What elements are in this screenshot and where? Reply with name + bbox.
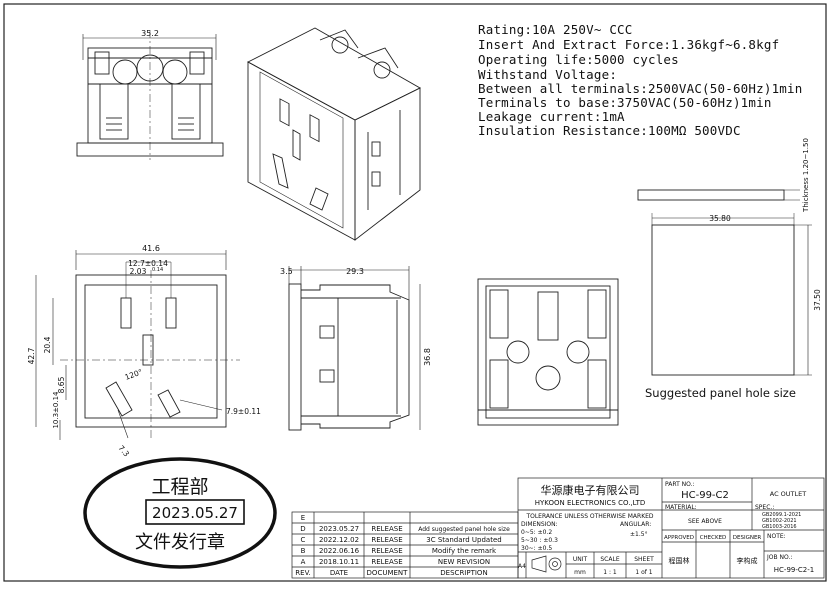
unit-value: mm bbox=[574, 569, 586, 576]
designer-name: 李构成 bbox=[737, 556, 758, 565]
part-no: HC-99-C2 bbox=[681, 490, 729, 501]
rev-row-d-desc: Add suggested panel hole size bbox=[418, 526, 510, 533]
dim-side-depth: 29.3 bbox=[346, 267, 364, 276]
rev-header-doc: DOCUMENT bbox=[367, 569, 409, 577]
dim-panel-width: 35.80 bbox=[709, 214, 731, 223]
scale-label: SCALE bbox=[600, 556, 619, 563]
rev-row-c-date: 2022.12.02 bbox=[319, 536, 359, 544]
dim-side-flange: 3.5 bbox=[280, 267, 293, 276]
rev-header-date: DATE bbox=[330, 569, 348, 577]
sheet-border bbox=[3, 3, 827, 582]
rev-row-c-doc: RELEASE bbox=[371, 536, 402, 544]
spec-life: Operating life:5000 cycles bbox=[478, 52, 679, 67]
rev-row-b-date: 2022.06.16 bbox=[319, 547, 360, 555]
spec-1: GB2099.1-2021 bbox=[762, 512, 801, 518]
sheet-size: A4 bbox=[518, 563, 526, 570]
projection-symbol-icon bbox=[531, 555, 562, 573]
spec-between-terminals: Between all terminals:2500VAC(50-60Hz)1m… bbox=[478, 81, 803, 96]
spec-insulation: Insulation Resistance:100MΩ 500VDC bbox=[478, 123, 741, 138]
rev-row-d-rev: D bbox=[300, 525, 305, 533]
part-no-label: PART NO.: bbox=[665, 481, 695, 488]
rev-row-e-rev: E bbox=[301, 514, 305, 522]
dim-pin-offset: 8.65 bbox=[57, 376, 66, 393]
rev-row-a-doc: RELEASE bbox=[371, 558, 402, 566]
rev-row-b-doc: RELEASE bbox=[371, 547, 402, 555]
panel-hole bbox=[637, 189, 812, 376]
panel-hole-label: Suggested panel hole size bbox=[645, 386, 796, 400]
dim-ground-offset: 10.3±0.14 bbox=[52, 391, 60, 429]
tol-3: 30~: ±0.5 bbox=[521, 545, 552, 552]
dim-pin-height: 20.4 bbox=[43, 336, 52, 353]
dim-angle: 120° bbox=[124, 367, 144, 382]
dim-height: 42.7 bbox=[27, 347, 36, 364]
dim-ground-width: 7.9±0.11 bbox=[226, 407, 261, 416]
rev-row-d-date: 2023.05.27 bbox=[319, 525, 359, 533]
stamp-dept: 工程部 bbox=[151, 476, 208, 498]
dim-top-width: 35.2 bbox=[141, 29, 159, 38]
spec-rating: Rating:10A 250V~ CCC bbox=[478, 22, 633, 37]
top-view bbox=[76, 30, 224, 160]
dim-side-height: 36.8 bbox=[423, 348, 432, 366]
revision-rows: E D 2023.05.27 RELEASE Add suggested pan… bbox=[295, 514, 510, 577]
side-view bbox=[288, 266, 421, 431]
rev-row-d-doc: RELEASE bbox=[371, 525, 402, 533]
revision-table bbox=[291, 511, 519, 579]
spec-terminals-base: Terminals to base:3750VAC(50-60Hz)1min bbox=[478, 95, 772, 110]
iso-view bbox=[247, 27, 421, 241]
scale-value: 1 : 1 bbox=[603, 569, 617, 576]
spec-force: Insert And Extract Force:1.36kgf~6.8kgf bbox=[478, 37, 780, 52]
dim-ground-small: 7.3 bbox=[116, 444, 131, 459]
checked-label: CHECKED bbox=[700, 535, 727, 541]
angular-label: ANGULAR: bbox=[620, 521, 651, 528]
release-stamp: 工程部 2023.05.27 文件发行章 bbox=[83, 457, 277, 569]
dim-pin-spacing: 12.7±0.14 bbox=[128, 259, 168, 268]
approved-label: APPROVED bbox=[664, 535, 694, 541]
dim-front-width: 41.6 bbox=[142, 244, 160, 253]
spec-2: GB1002-2021 bbox=[762, 518, 797, 524]
approved-name: 程国林 bbox=[669, 556, 690, 565]
rev-row-a-desc: NEW REVISION bbox=[438, 558, 490, 566]
unit-label: UNIT bbox=[573, 556, 588, 563]
sheet-label: SHEET bbox=[634, 556, 654, 563]
front-view bbox=[35, 250, 240, 440]
designer-label: DESIGNER bbox=[733, 535, 762, 541]
rev-row-b-desc: Modify the remark bbox=[432, 547, 497, 555]
note-label: NOTE: bbox=[767, 533, 786, 540]
stamp-text: 文件发行章 bbox=[135, 532, 225, 553]
company-cn: 华源康电子有限公司 bbox=[541, 483, 640, 497]
rev-row-a-rev: A bbox=[301, 558, 306, 566]
tol-2: 5~30 : ±0.3 bbox=[521, 537, 558, 544]
tolerance-title: TOLERANCE UNLESS OTHERWISE MARKED bbox=[525, 513, 653, 520]
rev-header-desc: DESCRIPTION bbox=[440, 569, 487, 577]
angular-tol: ±1.5° bbox=[630, 531, 648, 538]
job-no-label: JOB NO.: bbox=[766, 554, 792, 561]
title-block-text: 华源康电子有限公司 HYKOON ELECTRONICS CO.,LTD PAR… bbox=[518, 481, 814, 576]
dim-panel-thickness: Thickness 1.20~1.50 bbox=[802, 138, 810, 213]
spec-3: GB1003-2016 bbox=[762, 524, 797, 530]
dim-pin-width: 2.03 bbox=[130, 267, 147, 276]
rev-header-rev: REV. bbox=[295, 569, 310, 577]
job-no: HC-99-C2-1 bbox=[774, 566, 814, 574]
material-value: SEE ABOVE bbox=[688, 518, 722, 525]
spec-label: SPEC.: bbox=[755, 504, 774, 511]
rev-row-a-date: 2018.10.11 bbox=[319, 558, 359, 566]
material-label: MATERIAL: bbox=[665, 504, 697, 511]
rev-row-b-rev: B bbox=[301, 547, 306, 555]
dimension-label: DIMENSION: bbox=[521, 521, 558, 528]
product-name: AC OUTLET bbox=[770, 490, 807, 498]
dim-panel-height: 37.50 bbox=[813, 289, 822, 311]
sheet-value: 1 of 1 bbox=[635, 569, 652, 576]
rev-row-c-desc: 3C Standard Updated bbox=[426, 536, 501, 544]
tol-1: 0~5: ±0.2 bbox=[521, 529, 552, 536]
title-block bbox=[517, 477, 825, 579]
rev-row-c-rev: C bbox=[301, 536, 306, 544]
dim-pin-tol: 0.14 bbox=[152, 267, 163, 273]
stamp-date: 2023.05.27 bbox=[152, 504, 238, 522]
spec-leakage: Leakage current:1mA bbox=[478, 109, 625, 124]
spec-withstand: Withstand Voltage: bbox=[478, 67, 618, 82]
company-en: HYKOON ELECTRONICS CO.,LTD bbox=[535, 499, 646, 507]
back-view bbox=[477, 278, 619, 426]
